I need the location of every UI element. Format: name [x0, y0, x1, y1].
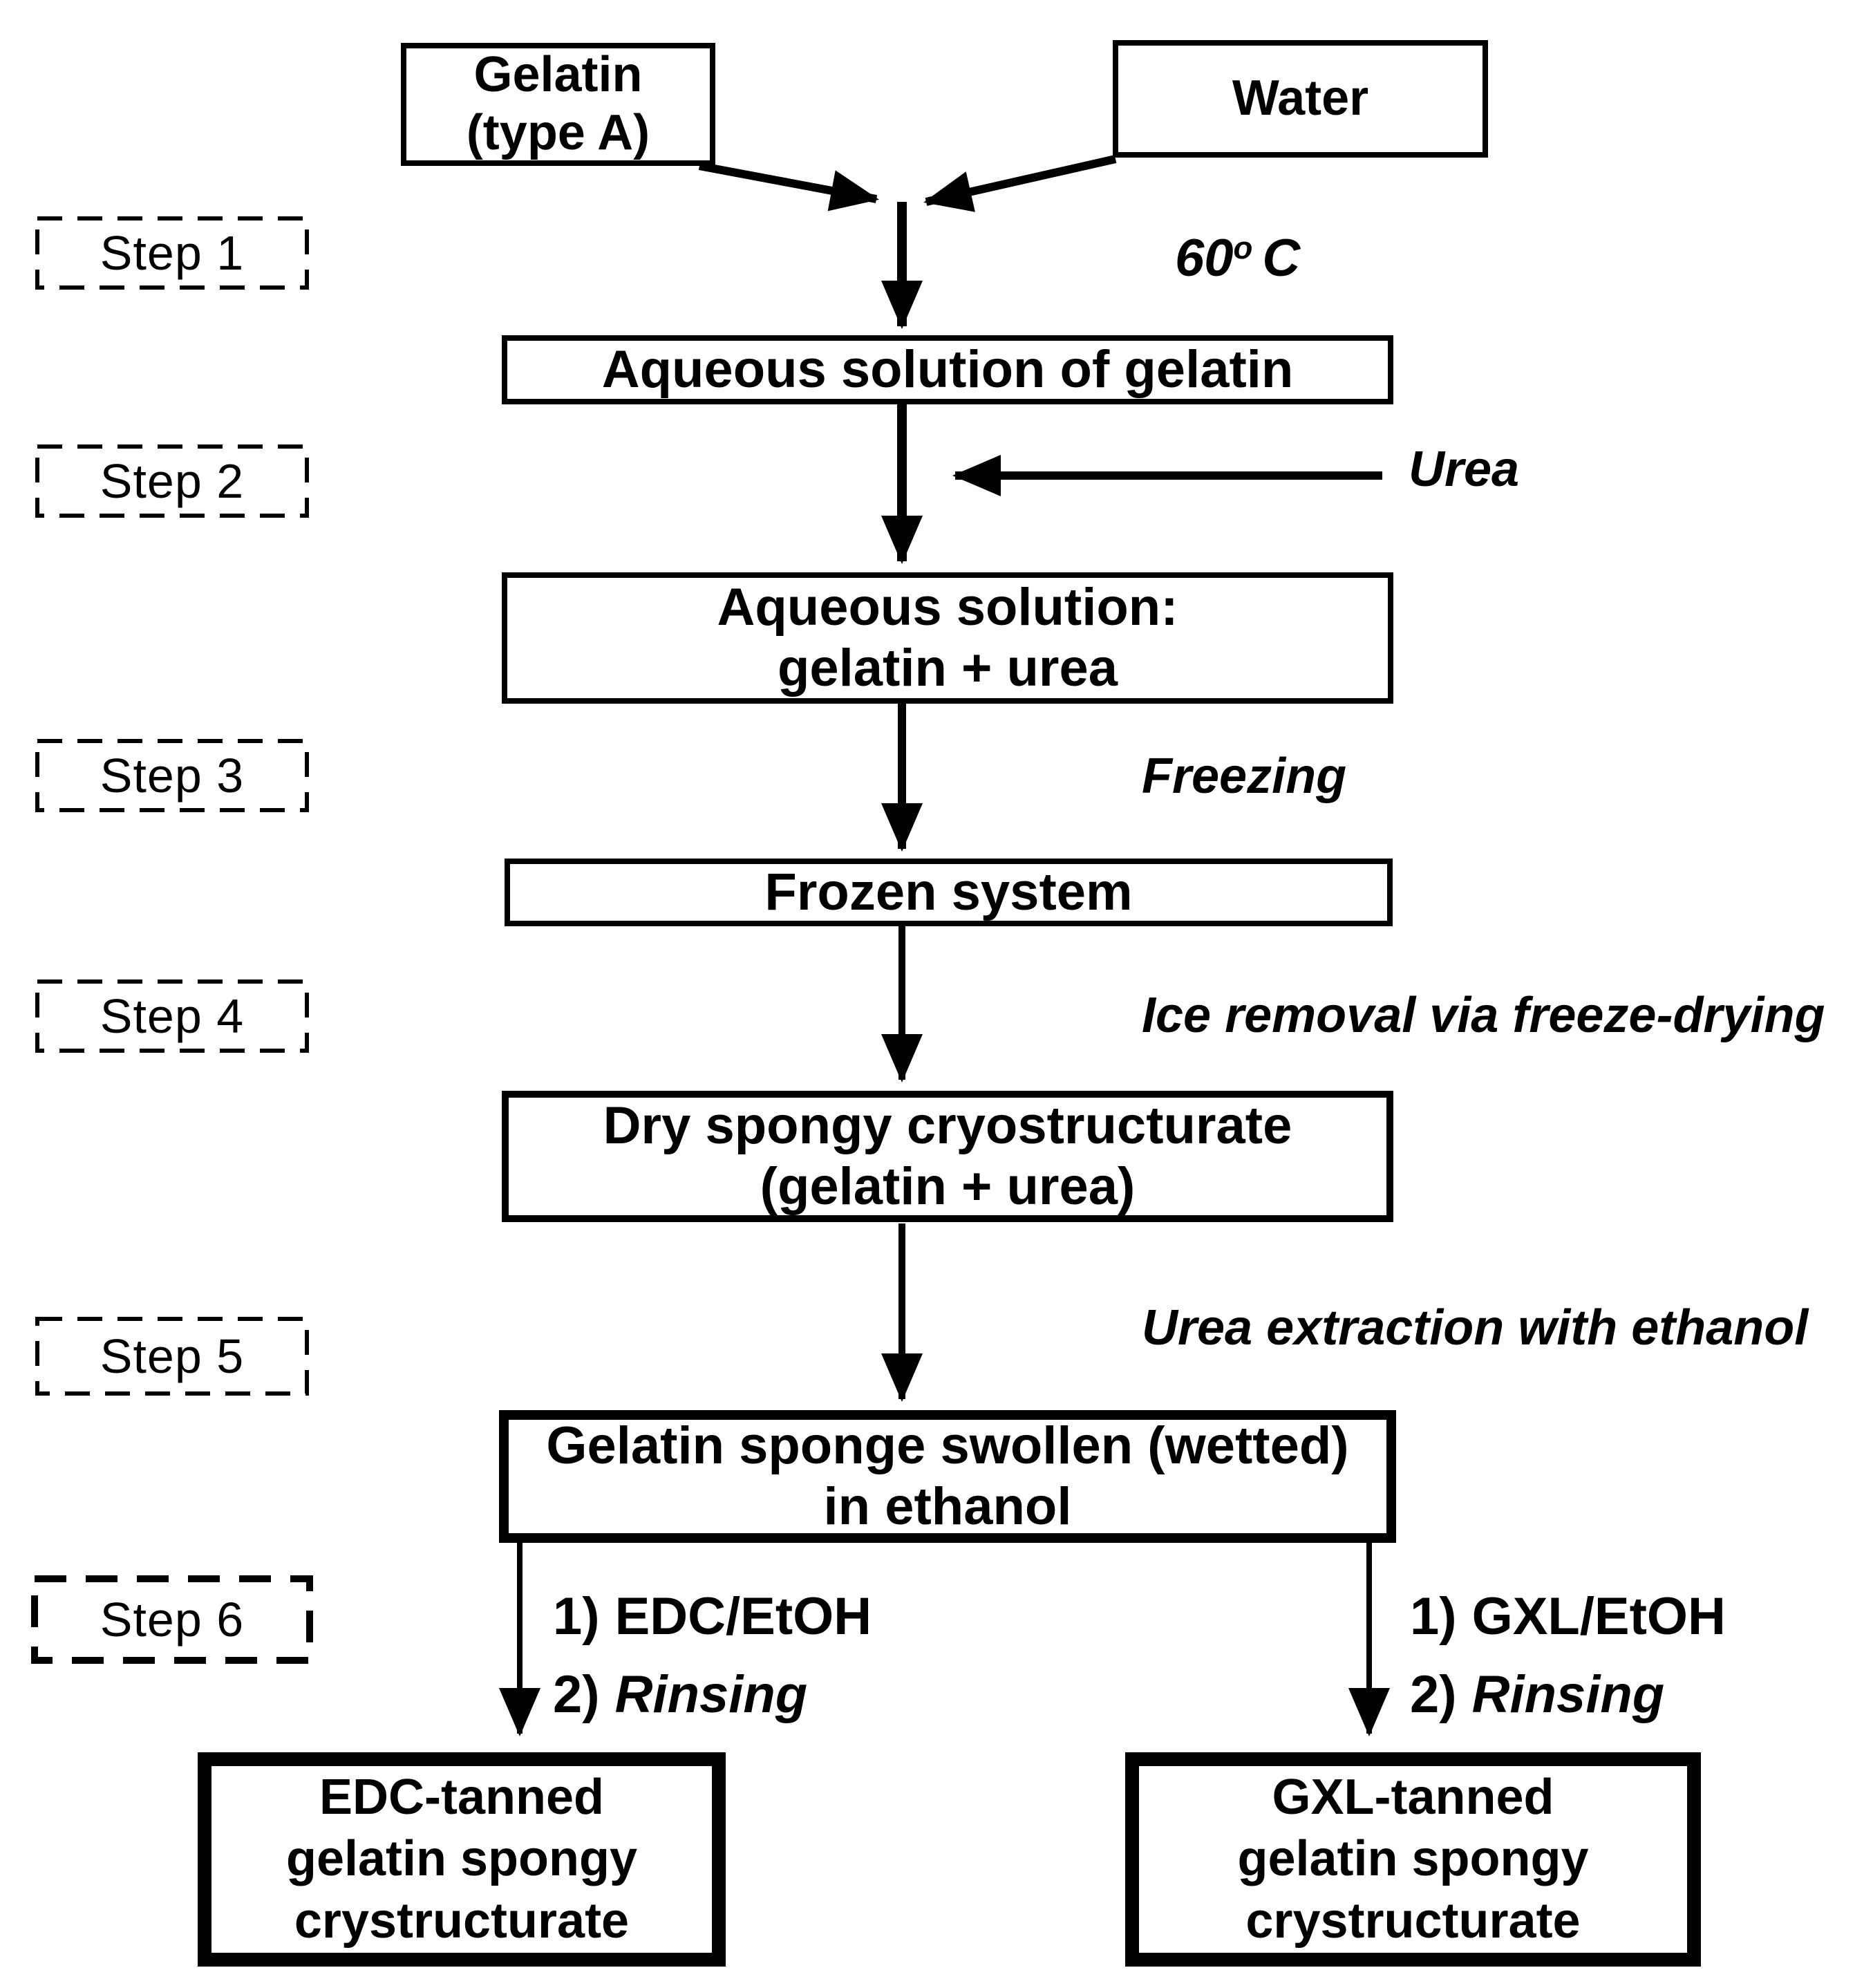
step2-urea-annotation: Urea — [1409, 442, 1520, 497]
gxl-branch-line1-number: 1) — [1410, 1587, 1457, 1646]
edc-branch-line1-number: 1) — [553, 1587, 600, 1646]
edc-branch-line1-reagent: EDC/EtOH — [614, 1587, 872, 1646]
temperature-value: 60 — [1175, 229, 1234, 288]
edc-branch-line-1: 1) EDC/EtOH — [553, 1586, 872, 1647]
temperature-degree-symbol: o — [1233, 229, 1253, 265]
gelatin-sponge-swollen-box: Gelatin sponge swollen (wetted) in ethan… — [499, 1410, 1396, 1543]
water-to-junction-arrow — [923, 155, 1117, 212]
dry-spongy-cryostructurate-box: Dry spongy cryostructurate (gelatin + ur… — [502, 1091, 1393, 1222]
edc-tanned-product-box: EDC-tanned gelatin spongy crystructurate — [198, 1752, 726, 1967]
step-2-frame — [35, 444, 309, 518]
edc-branch-line2-action: Rinsing — [614, 1665, 808, 1724]
step-5-label: Step 5 — [100, 1329, 245, 1383]
aqueous-gelatin-urea-box: Aqueous solution: gelatin + urea — [502, 572, 1393, 704]
step4-ice-removal-annotation: Ice removal via freeze-drying — [1142, 988, 1825, 1043]
step-1-label: Step 1 — [100, 226, 245, 280]
edc-branch-line2-number: 2) — [553, 1665, 600, 1724]
step-4-label: Step 4 — [100, 989, 245, 1043]
edc-branch-line-2: 2) Rinsing — [553, 1665, 872, 1725]
step-6-frame — [31, 1575, 313, 1664]
step-6-label: Step 6 — [100, 1593, 245, 1647]
water-source-box: Water — [1113, 40, 1488, 158]
gelatin-to-junction-arrow — [698, 162, 879, 212]
gxl-branch-line-2: 2) Rinsing — [1410, 1665, 1726, 1725]
gxl-branch-line2-number: 2) — [1410, 1665, 1457, 1724]
edc-branch-label: 1) EDC/EtOH 2) Rinsing — [553, 1586, 872, 1725]
gxl-branch-label: 1) GXL/EtOH 2) Rinsing — [1410, 1586, 1726, 1725]
step3-freezing-annotation: Freezing — [1142, 749, 1347, 804]
gxl-branch-line2-action: Rinsing — [1471, 1665, 1665, 1724]
step-2-label: Step 2 — [100, 454, 245, 508]
gxl-tanned-product-box: GXL-tanned gelatin spongy crystructurate — [1125, 1752, 1701, 1967]
gelatin-source-box: Gelatin (type A) — [401, 43, 715, 166]
gxl-branch-line-1: 1) GXL/EtOH — [1410, 1586, 1726, 1647]
step-5-frame — [35, 1317, 309, 1396]
temperature-unit: C — [1262, 229, 1301, 288]
step-1-frame — [35, 216, 309, 290]
step-3-label: Step 3 — [100, 749, 245, 803]
step-3-frame — [35, 739, 309, 812]
step-4-frame — [35, 979, 309, 1053]
step5-urea-extraction-annotation: Urea extraction with ethanol — [1142, 1300, 1809, 1356]
frozen-system-box: Frozen system — [505, 859, 1393, 926]
aqueous-gelatin-box: Aqueous solution of gelatin — [502, 335, 1393, 404]
gxl-branch-line1-reagent: GXL/EtOH — [1471, 1587, 1726, 1646]
